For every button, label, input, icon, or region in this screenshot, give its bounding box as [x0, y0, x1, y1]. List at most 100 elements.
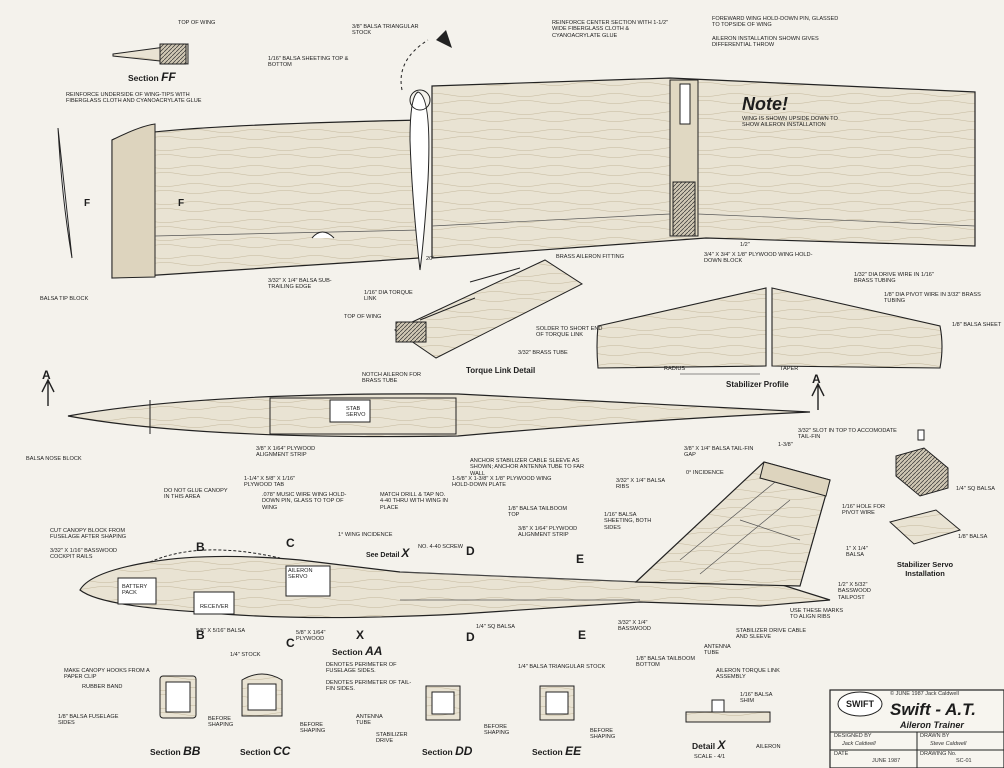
marker-f1: F [84, 198, 91, 209]
label-tailboom-bottom: 1/8" BALSA TAILBOOM BOTTOM [636, 656, 695, 669]
label-align-strip-2: 3/8" x 1/64" PLYWOOD ALIGNMENT STRIP [518, 526, 578, 539]
title-copyright: © JUNE 1987 Jack Caldwell [890, 691, 959, 697]
scale-label: Scale - 4/1 [694, 754, 726, 760]
label-cut-canopy: CUT CANOPY BLOCK FROM FUSELAGE AFTER SHA… [50, 528, 127, 541]
label-sub-trailing: 3/32" x 1/4" BALSA SUB-TRAILING EDGE [268, 278, 332, 291]
label-sq-balsa: 1/4" SQ BALSA [476, 624, 515, 630]
label-tailpost: 1/2" x 5/32" BASSWOOD TAILPOST [838, 582, 871, 601]
label-tail-fin-gap: 3/8" x 1/4" BALSA TAIL-FIN GAP [684, 446, 754, 459]
label-balsa-nose: BALSA NOSE BLOCK [26, 456, 82, 462]
label-aileron-servo: AILERON SERVO [288, 568, 313, 581]
title-main: Swift - A.T. [890, 700, 976, 719]
label-triangular-stock: 3/8" BALSA TRIANGULAR STOCK [352, 24, 419, 37]
drawn-by-label: DRAWN BY [920, 733, 950, 739]
fuselage-side-view [79, 549, 831, 619]
marker-d-top: D [466, 544, 475, 558]
label-ply-1-64: 5/8" x 1/64" PLYWOOD [296, 630, 326, 643]
title-sub: Aileron Trainer [900, 720, 964, 730]
cross-sections [159, 673, 771, 723]
label-stock: 1/4" STOCK [230, 652, 261, 658]
label-taper: TAPER [780, 366, 799, 372]
label-reinforce-tips: REINFORCE UNDERSIDE OF WING-TIPS WITH FI… [66, 92, 202, 105]
marker-d-bot: D [466, 630, 475, 644]
drawing-no: SC-01 [956, 758, 972, 764]
section-dd-title: Section DD [422, 744, 473, 758]
marker-e-top: E [576, 552, 585, 566]
label-wing-incidence: 1° WING INCIDENCE [338, 532, 393, 538]
section-ff-title: Section FF [128, 70, 176, 84]
marker-b-top: B [196, 540, 205, 554]
label-balsa-1x1: 1" x 1/4" BALSA [846, 546, 868, 559]
label-basswood: 3/32" x 1/4" BASSWOOD [618, 620, 651, 633]
stab-servo-title: Stabilizer Servo Installation [896, 560, 954, 578]
label-before-shaping-4: BEFORE SHAPING [590, 728, 616, 741]
marker-b-bot: B [196, 628, 205, 642]
date: JUNE 1987 [872, 758, 901, 764]
marker-f2: F [178, 198, 185, 209]
label-aileron: AILERON [756, 744, 781, 750]
label-sheeting-both: 1/16" BALSA SHEETING, BOTH SIDES [604, 512, 652, 531]
section-ee-title: Section EE [532, 744, 582, 758]
designed-by-label: DESIGNED BY [834, 733, 872, 739]
marker-x: X [356, 628, 365, 642]
marker-c-top: C [286, 536, 295, 550]
label-notch-aileron: NOTCH AILERON FOR BRASS TUBE [362, 372, 422, 385]
label-not-glue: DO NOT GLUE CANOPY IN THIS AREA [164, 488, 228, 501]
label-brass-tube: 3/32" BRASS TUBE [518, 350, 568, 356]
label-hold-down-pin: FOREWARD WING HOLD-DOWN PIN, GLASSED TO … [712, 16, 839, 29]
stabilizer-drawing [596, 287, 943, 375]
label-drive-wire: 1/32" DIA DRIVE WIRE IN 1/16" BRASS TUBI… [854, 272, 934, 285]
label-torque-link-dia: 1/16" DIA TORQUE LINK [364, 290, 413, 303]
label-ply-block: 3/4" x 3/4" x 1/8" PLYWOOD WING HOLD-DOW… [704, 252, 813, 265]
drawing-no-label: DRAWING No. [920, 751, 957, 757]
airfoil-profile [57, 127, 73, 259]
label-top-of-wing: TOP OF WING [178, 20, 216, 26]
label-rubber-band: RUBBER BAND [82, 684, 123, 690]
note-text: WING IS SHOWN UPSIDE DOWN TO SHOW AILERO… [742, 116, 838, 129]
label-reinforce-center: REINFORCE CENTER SECTION WITH 1-1/2" WID… [552, 20, 669, 39]
label-slot-tailfin: 3/32" SLOT IN TOP TO ACCOMODATE TAIL-FIN [798, 428, 897, 441]
label-triangular-stock-2: 1/4" BALSA TRIANGULAR STOCK [518, 664, 606, 670]
section-bb-title: Section BB [150, 744, 201, 758]
label-battery: BATTERY PACK [122, 584, 148, 597]
label-aileron-torque: AILERON TORQUE LINK ASSEMBLY [716, 668, 780, 681]
stab-servo-drawing [888, 429, 962, 545]
label-zero-incidence: 0° INCIDENCE [686, 470, 724, 476]
marker-e-bot: E [578, 628, 587, 642]
marker-a-left: A [42, 368, 51, 382]
label-use-marks: USE THESE MARKS TO ALIGN RIBS [790, 608, 844, 621]
left-wing-panel [111, 119, 421, 279]
label-before-shaping-1: BEFORE SHAPING [208, 716, 234, 729]
label-match-drill: MATCH DRILL & TAP No. 4-40 THRU WITH WIN… [380, 492, 448, 511]
label-balsa-sheet: 1/8" BALSA SHEET [952, 322, 1002, 328]
label-stab-servo: STAB SERVO [346, 406, 366, 419]
drawn-by: Steve Caldwell [930, 741, 967, 747]
label-before-shaping-3: BEFORE SHAPING [484, 724, 510, 737]
label-wing-plate: 1-5/8" x 1-3/8" x 1/8" PLYWOOD WING HOLD… [452, 476, 552, 489]
label-angle-20: 20° [426, 256, 435, 262]
note-title: Note! [742, 94, 788, 114]
label-top-of-wing-2: TOP OF WING [344, 314, 382, 320]
label-balsa-sheeting: 1/16" BALSA SHEETING TOP & BOTTOM [268, 56, 349, 69]
label-solder: SOLDER TO SHORT END OF TORQUE LINK [536, 326, 603, 339]
label-align-strip-1: 3/8" x 1/64" PLYWOOD ALIGNMENT STRIP [256, 446, 316, 459]
torque-link-drawing [393, 259, 584, 359]
right-wing-panel [431, 77, 976, 259]
label-antenna-tube-2: ANTENNA TUBE [356, 714, 383, 727]
label-balsa-18: 1/8" BALSA [958, 534, 988, 540]
label-cockpit-rails: 3/32" x 1/16" BASSWOOD COCKPIT RAILS [50, 548, 118, 561]
section-ff-drawing [112, 43, 189, 65]
root-airfoil [409, 91, 430, 271]
label-stab-drive: STABILIZER DRIVE CABLE AND SLEEVE [736, 628, 807, 641]
label-pivot-wire: 1/8" DIA PIVOT WIRE IN 3/32" BRASS TUBIN… [884, 292, 981, 305]
label-aileron-install: AILERON INSTALLATION SHOWN GIVES DIFFERE… [712, 36, 819, 49]
label-ribs: 3/32" x 1/4" BALSA RIBS [616, 478, 665, 491]
label-sq-balsa-2: 1/4" SQ BALSA [956, 486, 995, 492]
label-screw: No. 4-40 SCREW [418, 544, 464, 550]
label-perim-fin: DENOTES PERIMETER OF TAIL-FIN SIDES. [326, 680, 412, 693]
label-balsa-shim: 1/16" BALSA SHIM [740, 692, 773, 705]
see-detail-x: See Detail X [366, 546, 410, 560]
designed-by: Jack Caldwell [842, 741, 876, 747]
